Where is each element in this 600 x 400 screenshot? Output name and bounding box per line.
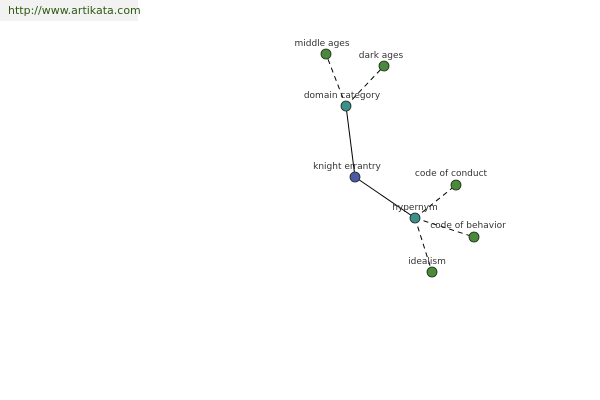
node-label-hypernym: hypernym: [392, 203, 438, 213]
node-behavior[interactable]: code of behavior: [430, 221, 506, 243]
node-label-behavior: code of behavior: [430, 221, 506, 231]
edge-hypernym-idealism: [414, 217, 433, 273]
node-marker-conduct[interactable]: [450, 179, 462, 191]
node-dark[interactable]: dark ages: [359, 51, 404, 72]
url-banner: http://www.artikata.com: [0, 0, 141, 21]
node-label-dark: dark ages: [359, 51, 404, 61]
node-hypernym[interactable]: hypernym: [392, 203, 438, 224]
edge-hypernym-behavior: [414, 217, 475, 238]
node-marker-knight[interactable]: [349, 171, 361, 183]
node-marker-behavior[interactable]: [468, 231, 480, 243]
edge-knight-domain: [345, 105, 356, 178]
node-conduct[interactable]: code of conduct: [415, 169, 488, 191]
node-label-conduct: code of conduct: [415, 169, 488, 179]
node-domain[interactable]: domain category: [304, 91, 381, 112]
graph-nodes: knight errantry domain category hypernym mi…: [294, 39, 506, 278]
graph-edges: [325, 53, 475, 273]
node-middle[interactable]: middle ages: [294, 39, 350, 60]
edge-domain-dark: [345, 65, 385, 107]
site-url-link[interactable]: http://www.artikata.com: [8, 4, 141, 17]
node-idealism[interactable]: idealism: [408, 257, 446, 278]
edge-hypernym-conduct: [414, 184, 457, 219]
node-knight[interactable]: knight errantry: [313, 162, 382, 183]
node-marker-idealism[interactable]: [426, 266, 438, 278]
node-label-knight: knight errantry: [313, 162, 381, 172]
edge-knight-hypernym: [354, 176, 416, 219]
node-marker-domain[interactable]: [340, 100, 352, 112]
node-marker-middle[interactable]: [320, 48, 332, 60]
node-marker-dark[interactable]: [378, 60, 390, 72]
edge-domain-middle: [325, 53, 347, 107]
node-label-domain: domain category: [304, 91, 381, 101]
node-marker-hypernym[interactable]: [409, 212, 421, 224]
node-label-middle: middle ages: [294, 39, 349, 49]
node-label-idealism: idealism: [408, 257, 446, 267]
